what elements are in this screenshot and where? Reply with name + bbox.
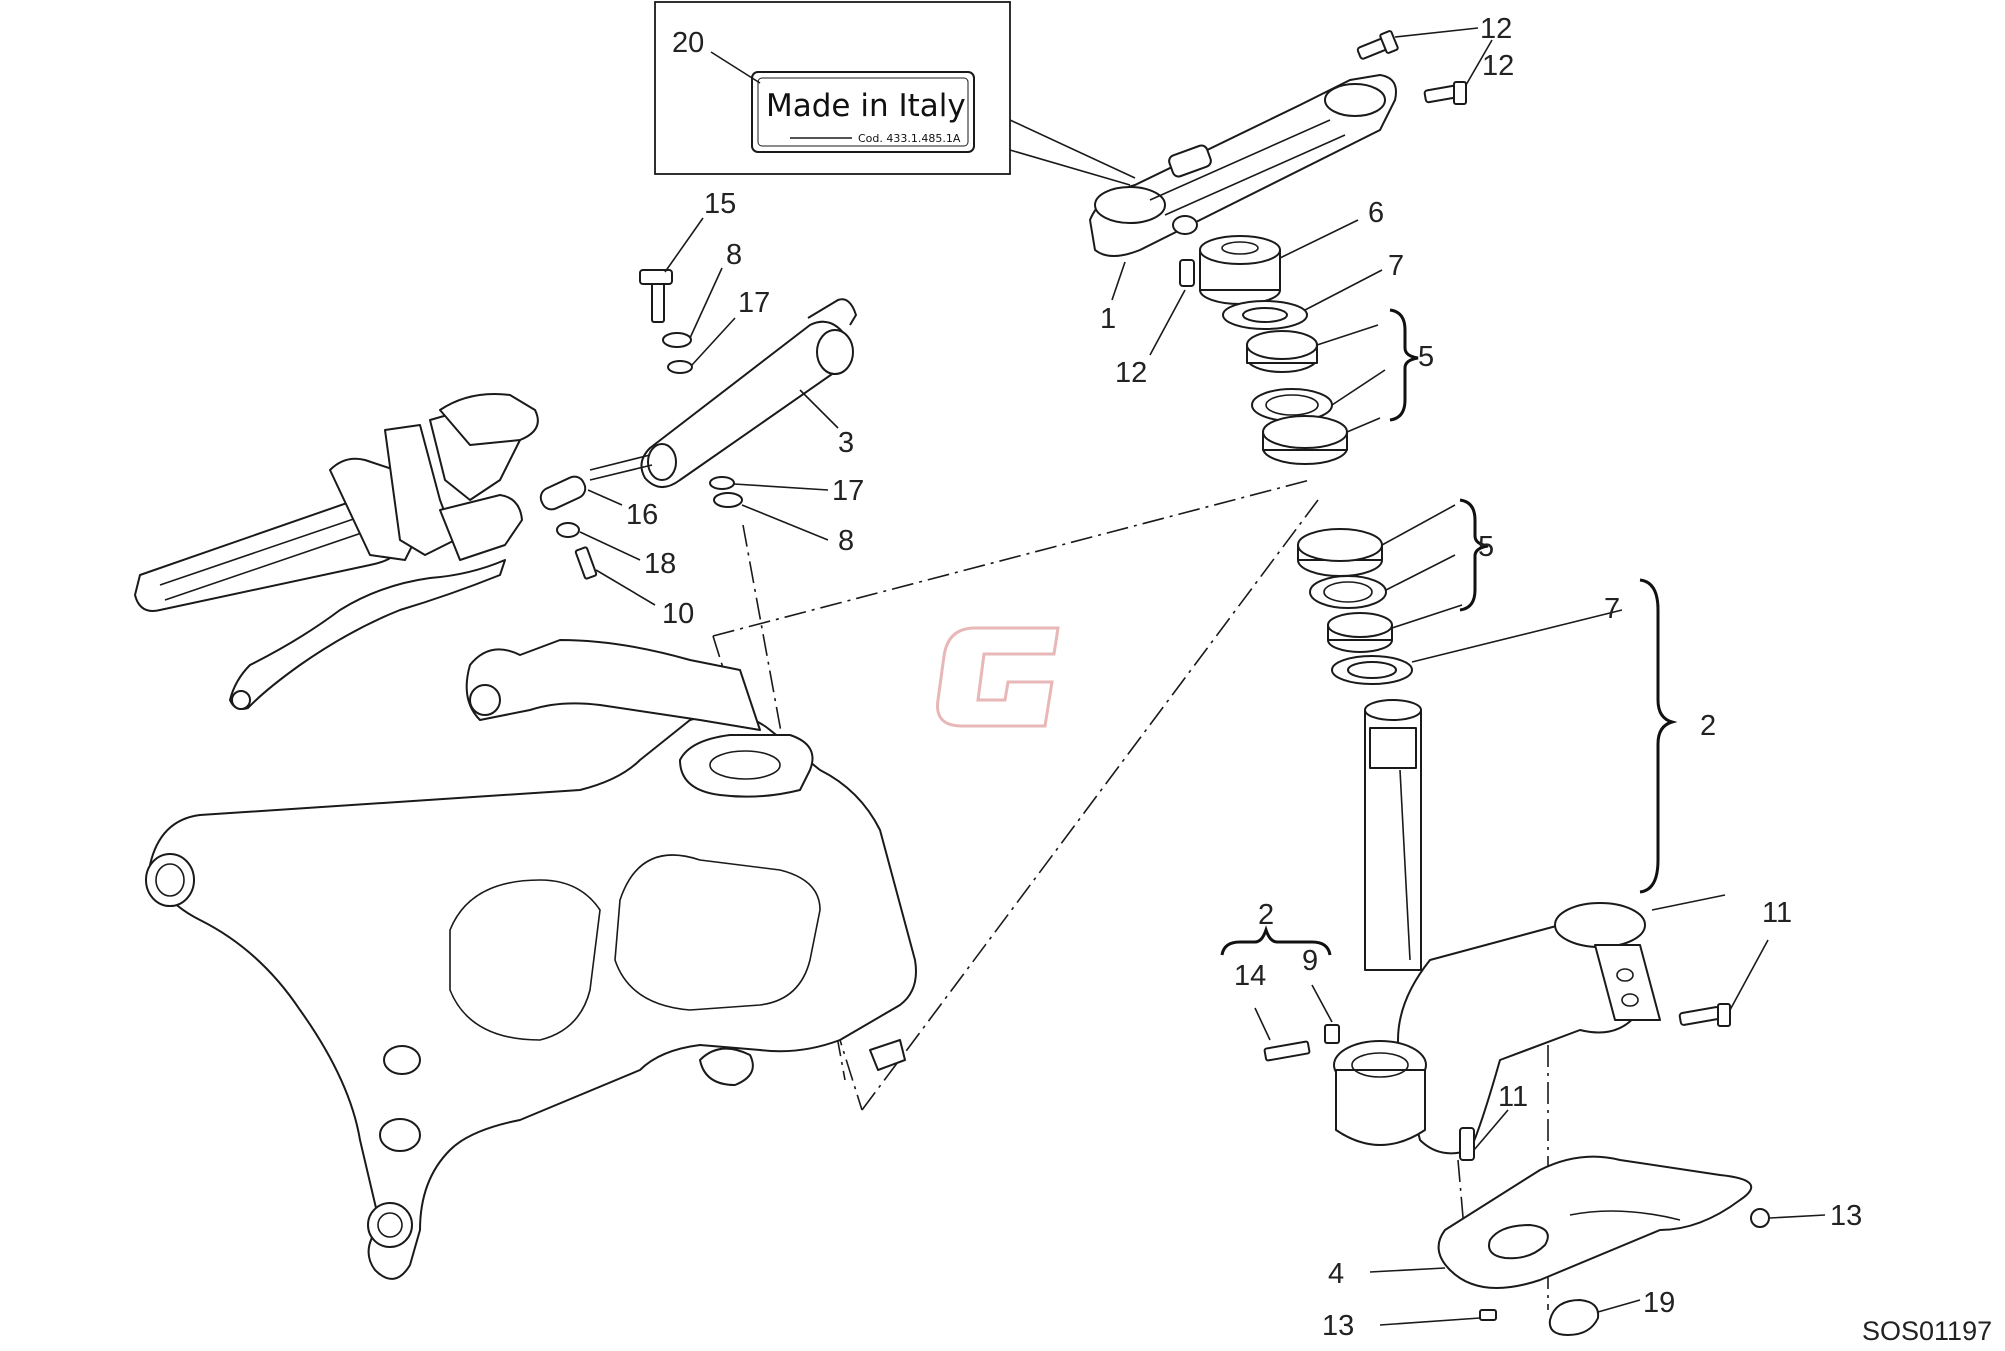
callout-18: 18 bbox=[644, 548, 676, 580]
washer-8-top bbox=[662, 267, 723, 348]
g-logo-icon bbox=[936, 626, 1060, 728]
nut-13-right bbox=[1750, 1208, 1826, 1228]
callout-19: 19 bbox=[1643, 1287, 1675, 1319]
callout-7-lower: 7 bbox=[1604, 593, 1620, 625]
lower-seal bbox=[1331, 609, 1623, 685]
callout-17-top: 17 bbox=[738, 287, 770, 319]
callout-12-bottom: 12 bbox=[1115, 357, 1147, 389]
frame bbox=[145, 639, 917, 1280]
diagram-code: SOS01197 bbox=[1862, 1316, 1992, 1346]
washer-18 bbox=[556, 522, 641, 561]
callout-15: 15 bbox=[704, 188, 736, 220]
pivot-16 bbox=[539, 475, 623, 511]
callout-3: 3 bbox=[838, 427, 854, 459]
stud-14 bbox=[1254, 1007, 1311, 1062]
callout-7-upper: 7 bbox=[1388, 250, 1404, 282]
spacer-9 bbox=[1311, 984, 1340, 1044]
callout-12-top: 12 bbox=[1480, 13, 1512, 45]
callout-6: 6 bbox=[1368, 197, 1384, 229]
cap-19 bbox=[1548, 1299, 1641, 1336]
screw-13-bottom bbox=[1379, 1309, 1497, 1326]
upper-triple-clamp bbox=[1089, 74, 1397, 301]
bolt-10 bbox=[574, 546, 656, 606]
callout-5-upper: 5 bbox=[1418, 341, 1434, 373]
label-code: Cod. 433.1.485.1A bbox=[858, 132, 961, 145]
callout-13-bottom: 13 bbox=[1322, 1310, 1354, 1342]
callout-20: 20 bbox=[672, 27, 704, 59]
callout-17-bottom: 17 bbox=[832, 475, 864, 507]
lower-bearing-set bbox=[1297, 498, 1489, 653]
bolt-15 bbox=[639, 217, 704, 323]
bolt-12-top bbox=[1356, 27, 1479, 60]
bolt-12-right bbox=[1423, 39, 1493, 105]
callout-13-right: 13 bbox=[1830, 1200, 1862, 1232]
stem-cover bbox=[1369, 1155, 1753, 1289]
washer-17-bottom bbox=[709, 476, 829, 491]
callout-labels: 20 12 12 6 7 5 1 12 15 8 17 3 17 8 16 18… bbox=[626, 13, 1862, 1342]
callout-12-right: 12 bbox=[1482, 50, 1514, 82]
handlebar-assembly bbox=[134, 393, 539, 710]
callout-9: 9 bbox=[1302, 945, 1318, 977]
bolt-11-bottom bbox=[1459, 1109, 1509, 1161]
callout-10: 10 bbox=[662, 598, 694, 630]
callout-14: 14 bbox=[1234, 960, 1266, 992]
callout-1: 1 bbox=[1100, 303, 1116, 335]
callout-2-stem: 2 bbox=[1700, 710, 1716, 742]
callout-8-bottom: 8 bbox=[838, 525, 854, 557]
bolt-11-right bbox=[1678, 939, 1769, 1027]
steering-damper bbox=[589, 298, 857, 488]
washer-8-bottom bbox=[713, 492, 829, 541]
upper-bearing-set bbox=[1246, 308, 1419, 465]
callout-16: 16 bbox=[626, 499, 658, 531]
steering-nut bbox=[1199, 219, 1359, 305]
label-made-in-italy: Made in Italy bbox=[766, 88, 966, 124]
bracket-2 bbox=[1220, 925, 1332, 956]
callout-11-right: 11 bbox=[1762, 897, 1792, 929]
callout-11-bottom: 11 bbox=[1498, 1081, 1528, 1113]
label-inset: Made in Italy Cod. 433.1.485.1A bbox=[654, 1, 1136, 186]
callout-2-bracket: 2 bbox=[1258, 899, 1274, 931]
lower-triple-clamp bbox=[1333, 578, 1726, 1155]
washer-17-top bbox=[667, 317, 736, 374]
upper-seal bbox=[1222, 269, 1383, 330]
bolt-12-bottom bbox=[1149, 259, 1195, 356]
callout-5-lower: 5 bbox=[1478, 531, 1494, 563]
callout-4: 4 bbox=[1328, 1258, 1344, 1290]
callout-8-top: 8 bbox=[726, 239, 742, 271]
